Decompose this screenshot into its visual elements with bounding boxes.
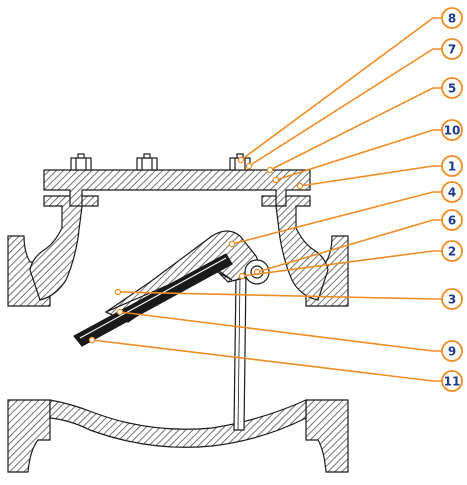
callout-5: 5 <box>266 77 463 174</box>
callout-11: 11 <box>88 336 463 392</box>
disc-seat-highlight <box>79 257 227 339</box>
leader-line <box>248 48 442 167</box>
body-neck-right <box>261 195 329 301</box>
bonnet <box>43 153 311 207</box>
callout-number: 1 <box>448 160 456 174</box>
leader-tip-dot <box>116 308 124 316</box>
leader-line <box>269 87 442 171</box>
valve-body <box>7 195 349 473</box>
callout-2: 2 <box>238 240 463 280</box>
seat-ring-inner-line <box>237 275 241 431</box>
leader-line <box>119 311 442 352</box>
leader-tip-dot <box>238 272 246 280</box>
bolt-center <box>136 153 158 171</box>
callout-10: 10 <box>272 119 463 184</box>
leader-tip-dot <box>228 240 236 248</box>
callout-circle <box>441 181 463 203</box>
callout-6: 6 <box>253 209 463 276</box>
leader-tip-dot <box>114 288 122 296</box>
leader-tip-dot <box>272 176 280 184</box>
body-flange-lower-left <box>7 399 51 473</box>
body-flange-lower-right <box>305 399 349 473</box>
callout-circle <box>441 38 463 60</box>
callout-circle <box>441 7 463 29</box>
callout-circle <box>441 340 463 362</box>
callout-circle <box>441 240 463 262</box>
leader-tip-dot <box>237 156 245 164</box>
callout-circle <box>441 155 463 177</box>
bolt-left <box>70 153 92 171</box>
callout-1: 1 <box>296 155 463 190</box>
bonnet-cover <box>43 169 311 207</box>
callout-8: 8 <box>237 7 463 164</box>
leader-tip-dot <box>296 182 304 190</box>
leader-line <box>275 129 442 181</box>
callout-9: 9 <box>116 308 463 362</box>
body-neck-left <box>29 195 99 301</box>
callout-number: 10 <box>444 124 461 138</box>
callout-number: 8 <box>448 12 456 26</box>
leader-tip-dot <box>266 166 274 174</box>
leader-tip-dot <box>88 336 96 344</box>
callout-7: 7 <box>245 38 463 170</box>
leader-tip-dot <box>245 162 253 170</box>
bolt-right <box>229 153 251 171</box>
callout-number: 7 <box>448 43 456 57</box>
callout-number: 9 <box>448 345 456 359</box>
callout-number: 2 <box>448 245 456 259</box>
leader-line <box>299 165 442 187</box>
callout-number: 4 <box>448 186 456 200</box>
leader-line <box>256 219 442 273</box>
callout-number: 5 <box>448 82 456 96</box>
body-bottom-wall <box>49 399 307 448</box>
disc-seat <box>73 253 233 347</box>
leader-line <box>240 17 442 161</box>
leader-line <box>231 191 442 245</box>
callout-circle <box>441 209 463 231</box>
disc-assembly <box>73 230 270 347</box>
leader-line <box>241 250 442 277</box>
callout-4: 4 <box>228 181 463 248</box>
leader-line <box>91 339 442 382</box>
callout-circle <box>441 119 463 141</box>
callouts: 8 7 5 10 1 4 6 2 3 9 11 <box>88 7 463 392</box>
callout-circle <box>441 370 463 392</box>
callout-number: 11 <box>444 375 461 389</box>
callout-number: 3 <box>448 293 456 307</box>
leader-line <box>117 291 442 300</box>
callout-circle <box>441 77 463 99</box>
callout-circle <box>441 288 463 310</box>
callout-number: 6 <box>448 214 456 228</box>
callout-3: 3 <box>114 288 463 310</box>
